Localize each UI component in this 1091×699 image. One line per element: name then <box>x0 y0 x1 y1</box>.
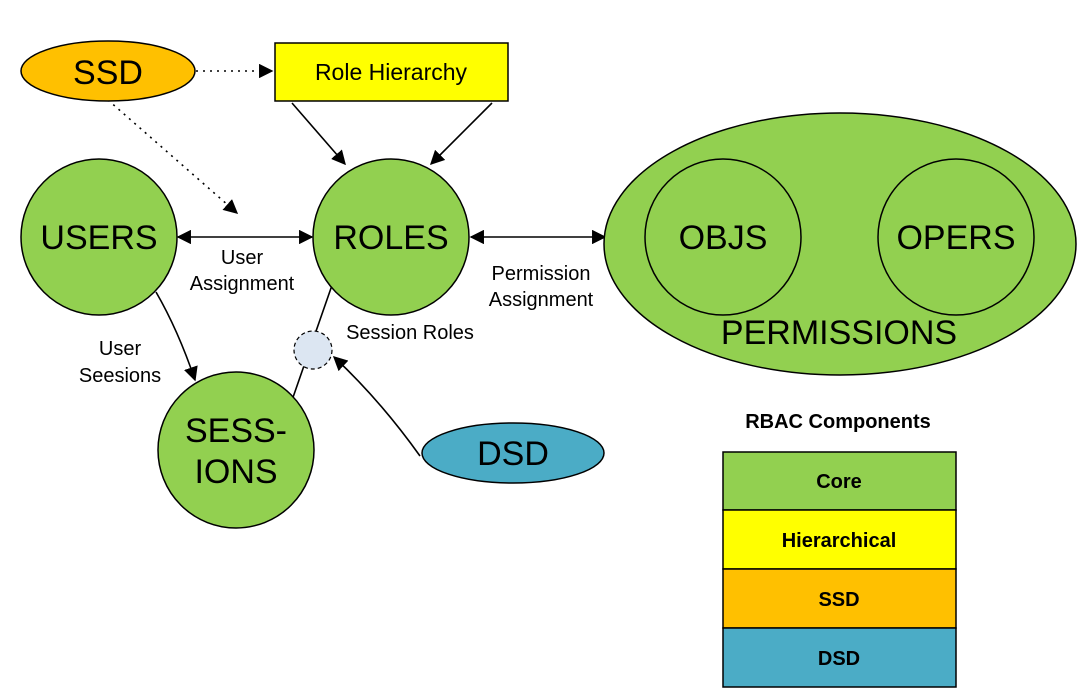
user-assignment-label-line1: User <box>221 247 264 269</box>
role-hierarchy-left-edge <box>291 102 346 166</box>
sessions-node: SESS- IONS <box>157 371 315 529</box>
legend-item-core: Core <box>722 451 957 511</box>
legend-item-ssd: SSD <box>722 568 957 629</box>
session-roles-node <box>293 330 333 370</box>
legend-swatch-hierarchical <box>722 509 957 570</box>
ssd-shape <box>20 40 196 102</box>
sessions-label-line2: IONS <box>194 453 277 491</box>
permissions-node: OBJS OPERS PERMISSIONS <box>603 112 1077 376</box>
dsd-label: DSD <box>477 435 549 473</box>
legend-label-ssd: SSD <box>818 589 859 611</box>
permission-assignment-label-line1: Permission <box>492 263 591 285</box>
roles-node: ROLES <box>312 158 470 316</box>
edge-labels: User Assignment Permission Assignment Us… <box>79 247 594 387</box>
sessions-label-line1: SESS- <box>185 412 287 450</box>
users-label: USERS <box>40 219 157 257</box>
ssd-to-user-assignment-edge <box>107 99 239 214</box>
role-hierarchy-label: Role Hierarchy <box>315 59 468 85</box>
user-sessions-label-line2: Seesions <box>79 365 161 387</box>
user-assignment-label-line2: Assignment <box>190 273 295 295</box>
legend-title: RBAC Components <box>745 411 931 433</box>
role-hierarchy-node: Role Hierarchy <box>274 42 509 102</box>
sessions-shape <box>157 371 315 529</box>
opers-label: OPERS <box>896 219 1015 257</box>
legend-label-dsd: DSD <box>818 648 860 670</box>
legend-swatch-dsd <box>722 627 957 688</box>
user-sessions-label-line1: User <box>99 338 142 360</box>
ssd-node: SSD <box>20 40 196 102</box>
legend-label-core: Core <box>816 471 862 493</box>
objs-label: OBJS <box>679 219 768 257</box>
objs-shape <box>644 158 802 316</box>
user-sessions-edge <box>155 291 198 382</box>
legend-label-hierarchical: Hierarchical <box>782 530 897 552</box>
permission-assignment-label-line2: Assignment <box>489 289 594 311</box>
legend-item-hierarchical: Hierarchical <box>722 509 957 570</box>
users-node: USERS <box>20 158 178 316</box>
legend-swatch-core <box>722 451 957 511</box>
legend-swatch-ssd <box>722 568 957 629</box>
roles-label: ROLES <box>333 219 448 257</box>
roles-shape <box>312 158 470 316</box>
users-shape <box>20 158 178 316</box>
dsd-node: DSD <box>421 422 605 484</box>
opers-shape <box>877 158 1035 316</box>
permissions-label: PERMISSIONS <box>721 314 957 352</box>
ssd-label: SSD <box>73 54 143 92</box>
legend-item-dsd: DSD <box>722 627 957 688</box>
role-hierarchy-right-edge <box>429 102 493 166</box>
legend: RBAC Components Core Hierarchical SSD DS… <box>722 411 957 688</box>
dsd-shape <box>421 422 605 484</box>
dsd-to-session-roles-edge <box>332 356 421 457</box>
session-roles-label: Session Roles <box>346 322 474 344</box>
role-hierarchy-shape <box>274 42 509 102</box>
